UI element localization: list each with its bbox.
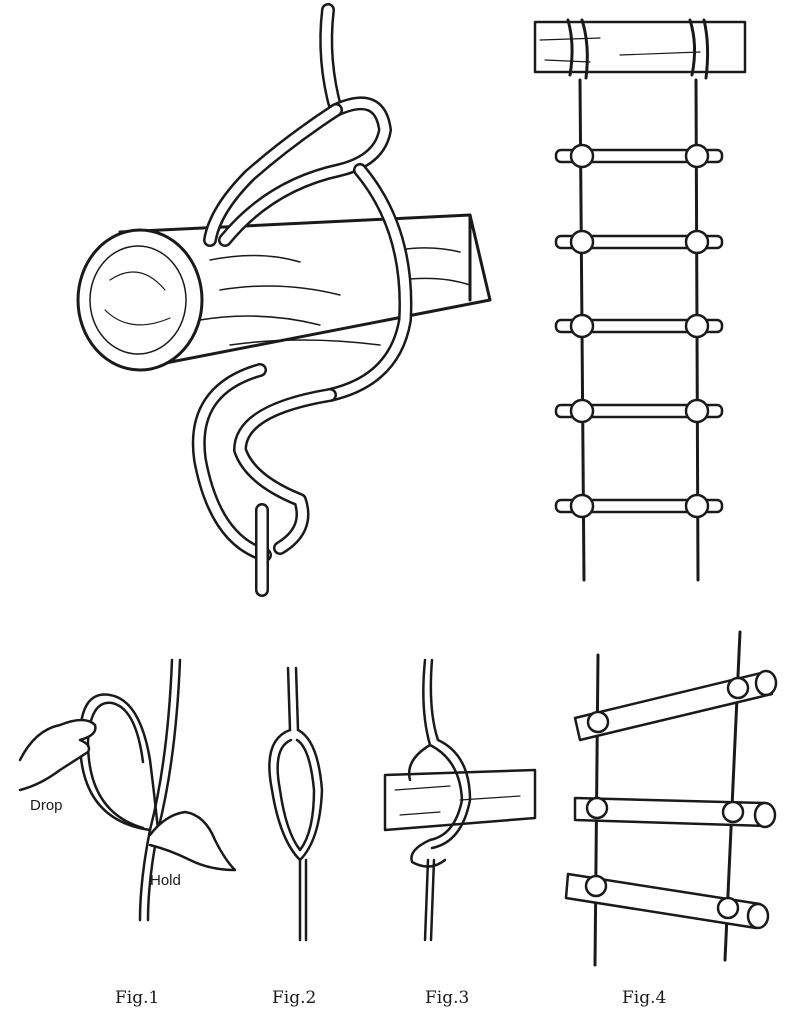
clove-hitch-on-log-drawing xyxy=(76,3,492,597)
drop-label: Drop xyxy=(30,797,63,814)
fig4-ladder-drawing xyxy=(564,630,778,967)
fig1-loop-drawing xyxy=(18,658,237,922)
fig4-caption: Fig.4 xyxy=(622,988,667,1008)
fig2-caption: Fig.2 xyxy=(272,988,317,1008)
rope-ladder-drawing xyxy=(533,18,747,582)
hold-label: Hold xyxy=(150,872,181,889)
fig3-hitch-drawing xyxy=(383,658,537,942)
fig1-caption: Fig.1 xyxy=(115,988,160,1008)
fig2-knot-drawing xyxy=(268,666,324,942)
fig3-caption: Fig.3 xyxy=(425,988,470,1008)
